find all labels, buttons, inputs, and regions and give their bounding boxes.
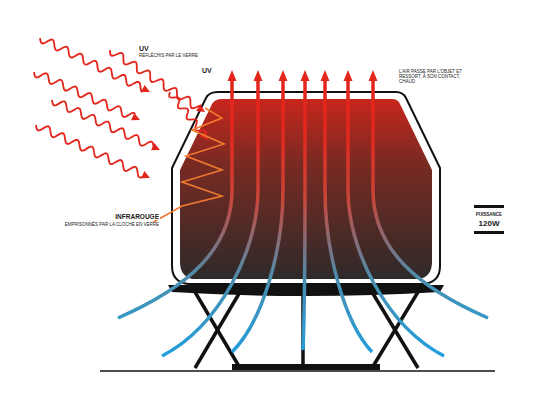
arrow-head xyxy=(279,70,288,81)
power-bar xyxy=(474,231,504,234)
air-stream xyxy=(303,80,305,350)
annotation: EMPRISONNÉS PAR LA CLOCHE EN VERRE xyxy=(64,222,160,227)
air-stream xyxy=(162,80,258,356)
uv-ray xyxy=(110,50,201,108)
uv-ray xyxy=(36,125,143,178)
arrow-head xyxy=(344,70,353,81)
uv-rays xyxy=(34,38,208,178)
power-value: 120W xyxy=(478,219,501,228)
air-stream xyxy=(348,80,444,356)
arrow-head xyxy=(228,70,237,81)
uv-ray xyxy=(52,100,154,148)
arrow-head xyxy=(321,70,330,81)
arrow-head xyxy=(254,70,263,81)
arrow-head xyxy=(141,85,150,92)
annotation: L'AIR PASSE PAR L'OBJET ET RESSORT, À SO… xyxy=(398,69,472,85)
arrow-head xyxy=(369,70,378,81)
air-flow xyxy=(118,70,488,356)
power-bar xyxy=(474,205,504,208)
arrow-head xyxy=(196,104,205,112)
annotation: PUISSANCE xyxy=(475,212,503,217)
arrow-head xyxy=(151,143,160,150)
annotation: RÉFLÉCHIS PAR LE VERRE xyxy=(138,53,199,58)
arrow-head xyxy=(131,113,140,120)
air-stream xyxy=(118,80,232,318)
arrow-head xyxy=(141,171,150,178)
arrow-head xyxy=(301,70,310,81)
air-stream xyxy=(232,80,283,352)
annotation: INFRAROUGE xyxy=(114,213,160,220)
annotation: UV xyxy=(201,67,213,75)
annotation: UV xyxy=(138,45,150,53)
uv-ray xyxy=(34,72,135,117)
air-stream xyxy=(373,80,488,318)
infrared-path xyxy=(150,108,224,224)
